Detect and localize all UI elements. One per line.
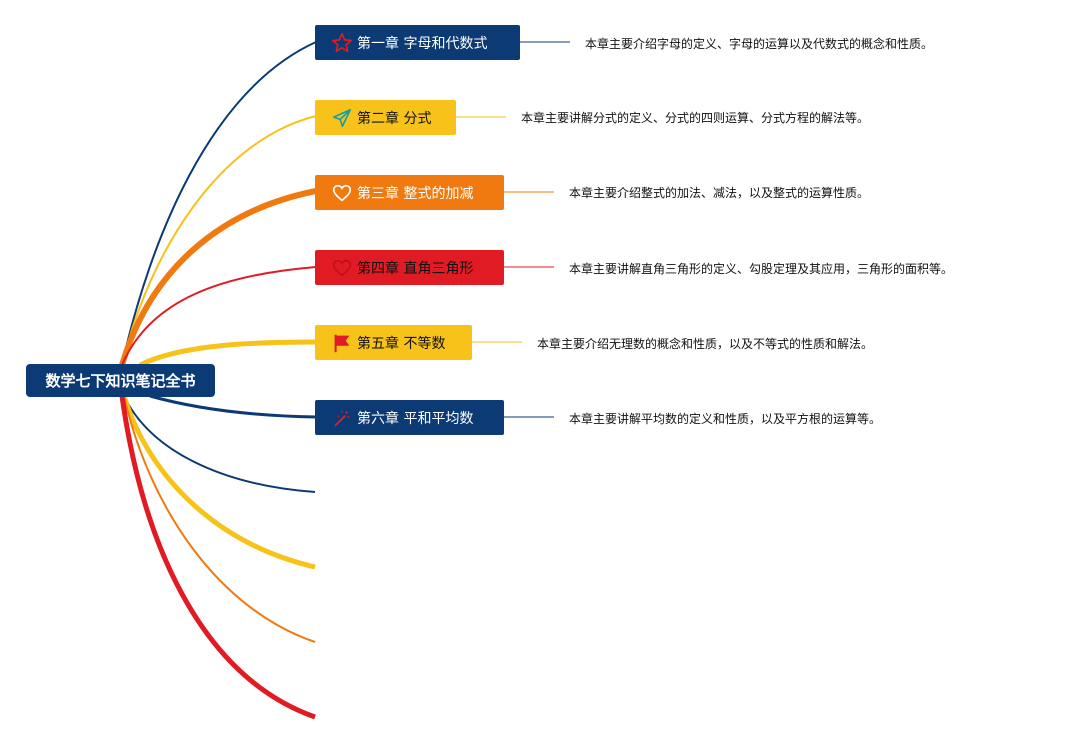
chapter-title-5: 第五章 不等数: [357, 335, 446, 352]
chapter-topic-2[interactable]: 第二章 分式: [315, 100, 456, 135]
chapter-title-6: 第六章 平和平均数: [357, 410, 474, 427]
chapter-desc-2: 本章主要讲解分式的定义、分式的四则运算、分式方程的解法等。: [521, 111, 870, 125]
chapter-title-3: 第三章 整式的加减: [357, 185, 474, 202]
chapter-topic-3[interactable]: 第三章 整式的加减: [315, 175, 504, 210]
branch-line-2: [121, 115, 317, 366]
branch-line-5: [138, 339, 317, 368]
chapter-desc-4: 本章主要讲解直角三角形的定义、勾股定理及其应用，三角形的面积等。: [569, 262, 954, 276]
chapter-topic-5[interactable]: 第五章 不等数: [315, 325, 472, 360]
chapter-title-2: 第二章 分式: [357, 110, 432, 127]
empty-branch-1: [123, 395, 316, 493]
branch-line-3: [119, 188, 317, 366]
chapter-topic-1[interactable]: 第一章 字母和代数式: [315, 25, 520, 60]
chapter-topic-4[interactable]: 第四章 直角三角形: [315, 250, 504, 285]
empty-branch-4: [119, 395, 316, 720]
root-topic[interactable]: 数学七下知识笔记全书: [26, 364, 215, 397]
magic-wand-icon: [331, 407, 353, 429]
flag-icon: [331, 332, 353, 354]
branch-line-4: [121, 266, 317, 366]
chapter-title-1: 第一章 字母和代数式: [357, 35, 488, 52]
chapter-desc-5: 本章主要介绍无理数的概念和性质，以及不等式的性质和解法。: [537, 337, 874, 351]
chapter-title-4: 第四章 直角三角形: [357, 260, 474, 277]
star-icon: [331, 32, 353, 54]
heart-icon: [331, 257, 353, 279]
branch-line-1: [121, 41, 317, 366]
chapter-desc-3: 本章主要介绍整式的加法、减法，以及整式的运算性质。: [569, 186, 870, 200]
empty-branch-3: [123, 395, 316, 643]
chapter-desc-1: 本章主要介绍字母的定义、字母的运算以及代数式的概念和性质。: [585, 37, 934, 51]
empty-branch-2: [121, 395, 316, 570]
chapter-topic-6[interactable]: 第六章 平和平均数: [315, 400, 504, 435]
heart-icon: [331, 182, 353, 204]
paper-plane-icon: [331, 107, 353, 129]
root-topic-label: 数学七下知识笔记全书: [45, 372, 196, 390]
chapter-desc-6: 本章主要讲解平均数的定义和性质，以及平方根的运算等。: [569, 412, 882, 426]
branch-line-6: [149, 394, 317, 419]
